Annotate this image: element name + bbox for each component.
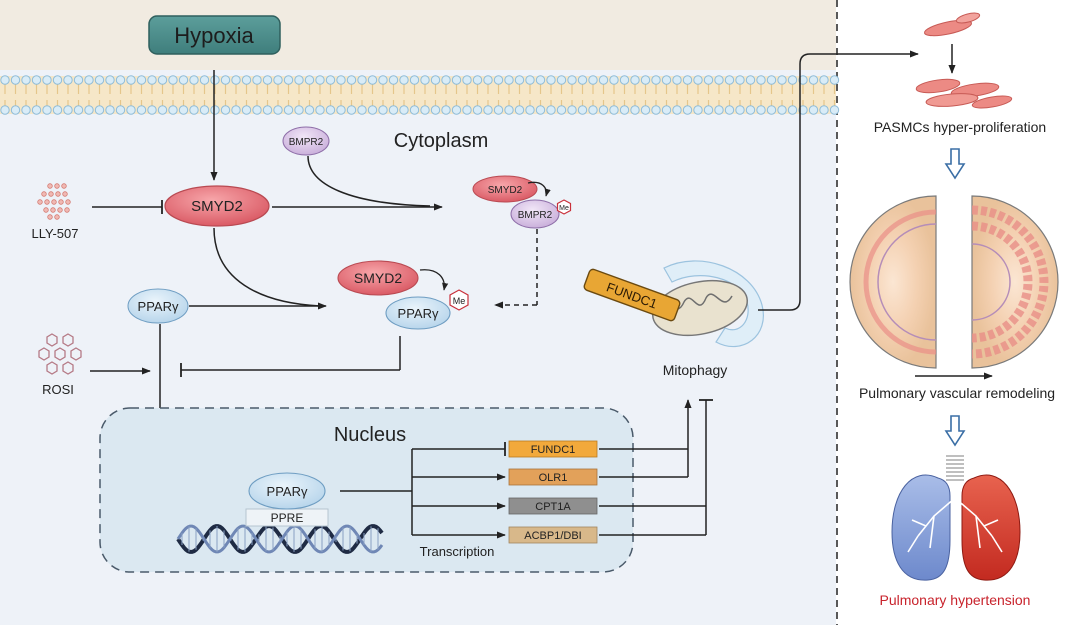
- smyd2-ppar-ppar-label: PPARγ: [398, 306, 439, 321]
- mitophagy-label: Mitophagy: [663, 362, 728, 378]
- bmpr2-free-label: BMPR2: [289, 137, 324, 148]
- down-arrow-icon: [944, 148, 966, 180]
- transcription-label: Transcription: [420, 544, 495, 559]
- ppar-free: PPARγ: [127, 288, 189, 324]
- gene-olr1-label: OLR1: [539, 472, 568, 484]
- down-arrow-icon-2: [944, 415, 966, 447]
- rosi-icon: [38, 333, 82, 375]
- smyd2-ppar-smyd2-label: SMYD2: [354, 270, 402, 286]
- smyd2-ppar-complex: SMYD2 PPARγ Me: [337, 260, 469, 330]
- rosi-label: ROSI: [42, 382, 74, 397]
- cytoplasm-label: Cytoplasm: [394, 130, 488, 152]
- proliferation-label: PASMCs hyper-proliferation: [874, 119, 1046, 135]
- bmpr2-free: BMPR2: [282, 126, 330, 156]
- dna-icon: [176, 524, 384, 554]
- hypertension-label: Pulmonary hypertension: [880, 592, 1031, 608]
- smyd2-main-label: SMYD2: [191, 198, 243, 215]
- smyd2-bmpr2-complex: SMYD2 BMPR2 Me: [472, 175, 572, 229]
- lly507-label: LLY-507: [32, 226, 79, 241]
- ppar-nucleus-label: PPARγ: [267, 484, 308, 499]
- gene-acbp1-label: ACBP1/DBI: [524, 530, 581, 542]
- gene-acbp1: [508, 526, 598, 544]
- ppar-nucleus: PPARγ: [248, 472, 326, 510]
- vessel-icon: [849, 195, 1059, 369]
- lly507-icon: [37, 183, 71, 220]
- gene-olr1: [508, 468, 598, 486]
- bmpr2-complex-label: BMPR2: [518, 210, 553, 221]
- hypoxia-label: Hypoxia: [174, 23, 254, 48]
- lungs-icon: [891, 455, 1021, 581]
- gene-fundc1-label: FUNDC1: [531, 444, 576, 456]
- smyd2-main: SMYD2: [164, 185, 270, 227]
- me-small-label: Me: [559, 205, 569, 212]
- pasmc-cells-icon: [915, 12, 1013, 109]
- nucleus-label: Nucleus: [334, 424, 406, 446]
- hypoxia-box: Hypoxia: [148, 15, 281, 55]
- smyd2-complex-label: SMYD2: [488, 185, 523, 196]
- gene-fundc1: [508, 440, 598, 458]
- remodeling-label: Pulmonary vascular remodeling: [859, 385, 1055, 401]
- me-large-label: Me: [453, 296, 466, 306]
- ppre-label: PPRE: [271, 511, 304, 525]
- cell-membrane: [0, 75, 840, 115]
- ppar-free-label: PPARγ: [138, 299, 179, 314]
- gene-cpt1a: [508, 497, 598, 515]
- gene-cpt1a-label: CPT1A: [535, 501, 571, 513]
